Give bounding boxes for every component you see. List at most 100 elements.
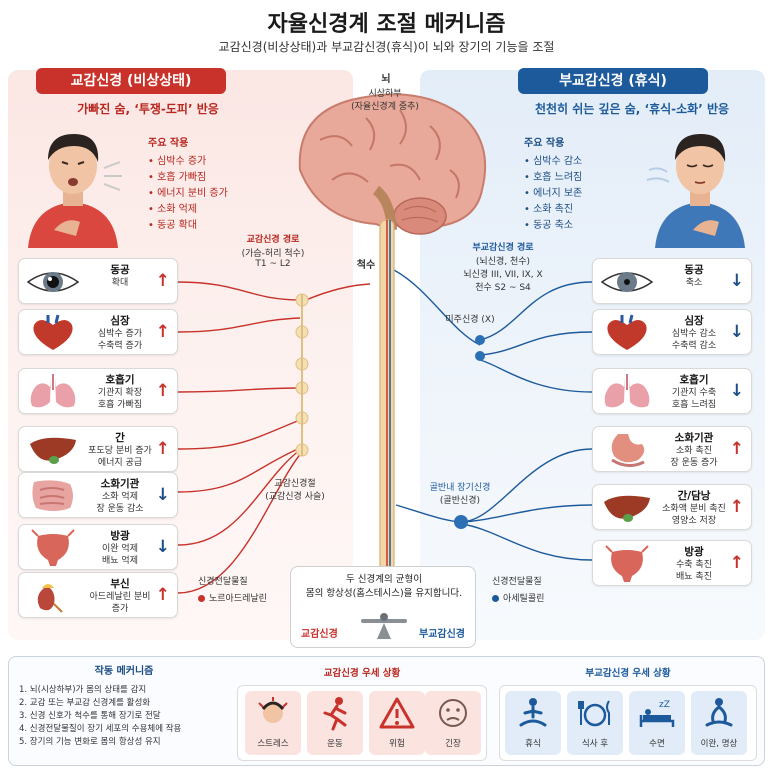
sympathetic-effects-heading: 주요 작용 <box>148 138 189 149</box>
mechanism-step: 4. 신경전달물질이 장기 세포의 수용체에 작용 <box>19 724 182 734</box>
lungs-icon <box>30 374 76 408</box>
balance-scale-icon <box>361 613 407 639</box>
balance-box: 두 신경계의 균형이 몸의 항상성(홈스테시스)을 유지합니다. 교감신경 부교… <box>290 566 476 648</box>
parasympathetic-nerve-line <box>461 448 593 523</box>
sympathetic-ganglion-sub: (교감신경 사슬) <box>265 492 325 502</box>
decrease-arrow-icon: ↓ <box>729 271 744 291</box>
sympathetic-effect-item: 심박수 증가 <box>148 154 228 170</box>
organ-effect: 아드레날린 분비 <box>89 592 151 602</box>
page-subtitle: 교감신경(비상상태)과 부교감신경(휴식)이 뇌와 장기의 기능을 조절 <box>218 40 555 54</box>
situation-tile: 스트레스 <box>245 691 301 755</box>
organ-name: 방광 <box>110 530 130 542</box>
sympathetic-pathway-title: 교감신경 경로 <box>246 235 300 245</box>
sympathetic-nerve-line <box>177 387 301 393</box>
situation-label: 긴장 <box>445 739 461 749</box>
sympathetic-nerve-line <box>177 451 303 594</box>
stress-icon <box>258 697 288 723</box>
para-situations-title: 부교감신경 우세 상황 <box>585 668 671 679</box>
organ-name: 동공 <box>684 264 704 276</box>
organ-effect: 이완 억제 <box>102 544 138 554</box>
organ-effect: 수축 촉진 <box>676 560 712 570</box>
legend-item: 노르아드레날린 <box>209 594 267 604</box>
hypothalamus-sub-label: (자율신경계 중추) <box>351 102 419 112</box>
mechanism-box: 작동 메커니즘 1. 뇌(시상하부)가 몸의 상태를 감지 2. 교감 또는 부… <box>19 665 229 749</box>
organ-effect: 소화 촉진 <box>676 446 712 456</box>
sympathetic-nerve-line <box>305 283 371 301</box>
liver-icon <box>604 495 650 522</box>
increase-arrow-icon: ↑ <box>729 553 744 573</box>
parasympathetic-effect-item: 에너지 보존 <box>524 186 582 202</box>
balance-left-label: 교감신경 <box>301 629 338 640</box>
sympathetic-nerve-line <box>177 449 301 546</box>
mechanism-step: 5. 장기의 기능 변화로 몸의 항상성 유지 <box>19 737 161 747</box>
organ-effect: 소화 억제 <box>102 492 138 502</box>
situation-tile: 운동 <box>307 691 363 755</box>
organ-effect: 배뇨 촉진 <box>676 572 712 582</box>
increase-arrow-icon: ↑ <box>155 439 170 459</box>
sympathetic-nerve-line <box>177 281 301 301</box>
decrease-arrow-icon: ↓ <box>729 322 744 342</box>
blue-dot-icon <box>492 595 499 602</box>
organ-effect: 심박수 증가 <box>97 329 143 339</box>
increase-arrow-icon: ↑ <box>155 271 170 291</box>
organ-effect: 장 운동 증가 <box>670 458 718 468</box>
legend-item: 아세틸콜린 <box>503 594 545 604</box>
situation-label: 스트레스 <box>257 739 289 749</box>
lungs-icon <box>604 374 650 408</box>
bladder-icon <box>31 529 75 566</box>
bladder-icon <box>605 545 649 582</box>
parasympathetic-nerve-line <box>479 359 593 393</box>
sleep-icon: zZ <box>639 700 675 727</box>
parasympathetic-nerve-line <box>479 331 593 356</box>
heart-icon <box>33 314 73 350</box>
parasympathetic-title: 부교감신경 (휴식) <box>518 68 708 94</box>
hypothalamus-label: 시상하부 <box>368 89 402 99</box>
sympathetic-subtitle: 가빠진 숨, ‘투쟁-도피’ 반응 <box>77 102 219 116</box>
organ-effect: 포도당 분비 증가 <box>88 446 152 456</box>
situation-tile: 휴식 <box>505 691 561 755</box>
parasympathetic-pathway-sub: (뇌신경, 천수) <box>475 257 531 267</box>
situation-tile: 이완, 명상 <box>691 691 747 755</box>
balance-right-label: 부교감신경 <box>419 629 465 640</box>
organ-effect: 증가 <box>111 604 129 614</box>
sympathetic-effect-item: 에너지 분비 증가 <box>148 186 228 202</box>
organ-name: 방광 <box>684 546 704 558</box>
situation-label: 휴식 <box>525 739 541 749</box>
increase-arrow-icon: ↑ <box>155 585 170 605</box>
organ-effect: 소화액 분비 촉진 <box>662 504 726 514</box>
organ-name: 소화기관 <box>100 478 140 490</box>
situation-label: 식사 후 <box>581 739 609 749</box>
situation-label: 이완, 명상 <box>700 739 738 749</box>
organ-effect: 호흡 가빠짐 <box>97 400 143 410</box>
mechanism-step: 3. 신경 신호가 척수를 통해 장기로 전달 <box>19 711 161 721</box>
parasympathetic-legend: 신경전달물질 아세틸콜린 <box>492 574 582 604</box>
parasympathetic-pathway-line2: 천수 S2 ~ S4 <box>475 283 531 293</box>
stressed-person-icon <box>28 134 122 248</box>
pelvic-ganglion <box>454 515 468 529</box>
legend-title: 신경전달물질 <box>492 577 542 587</box>
decrease-arrow-icon: ↓ <box>729 381 744 401</box>
mechanism-title: 작동 메커니즘 <box>94 666 154 677</box>
sympathetic-ganglion-title: 교감신경절 <box>274 479 316 489</box>
parasympathetic-nerve-line <box>461 504 593 523</box>
liver-icon <box>30 437 76 464</box>
page-title: 자율신경계 조절 메커니즘 <box>267 12 506 37</box>
decrease-arrow-icon: ↓ <box>155 485 170 505</box>
increase-arrow-icon: ↑ <box>729 439 744 459</box>
situation-label: 운동 <box>327 739 343 749</box>
organ-effect: 수축력 증가 <box>97 341 143 351</box>
relaxed-person-icon <box>646 134 745 248</box>
organ-effect: 기관지 확장 <box>97 388 143 398</box>
sympathetic-nerve-line <box>177 447 301 493</box>
organ-name: 부신 <box>110 578 130 590</box>
organ-effect: 장 운동 감소 <box>96 504 144 514</box>
increase-arrow-icon: ↑ <box>729 497 744 517</box>
